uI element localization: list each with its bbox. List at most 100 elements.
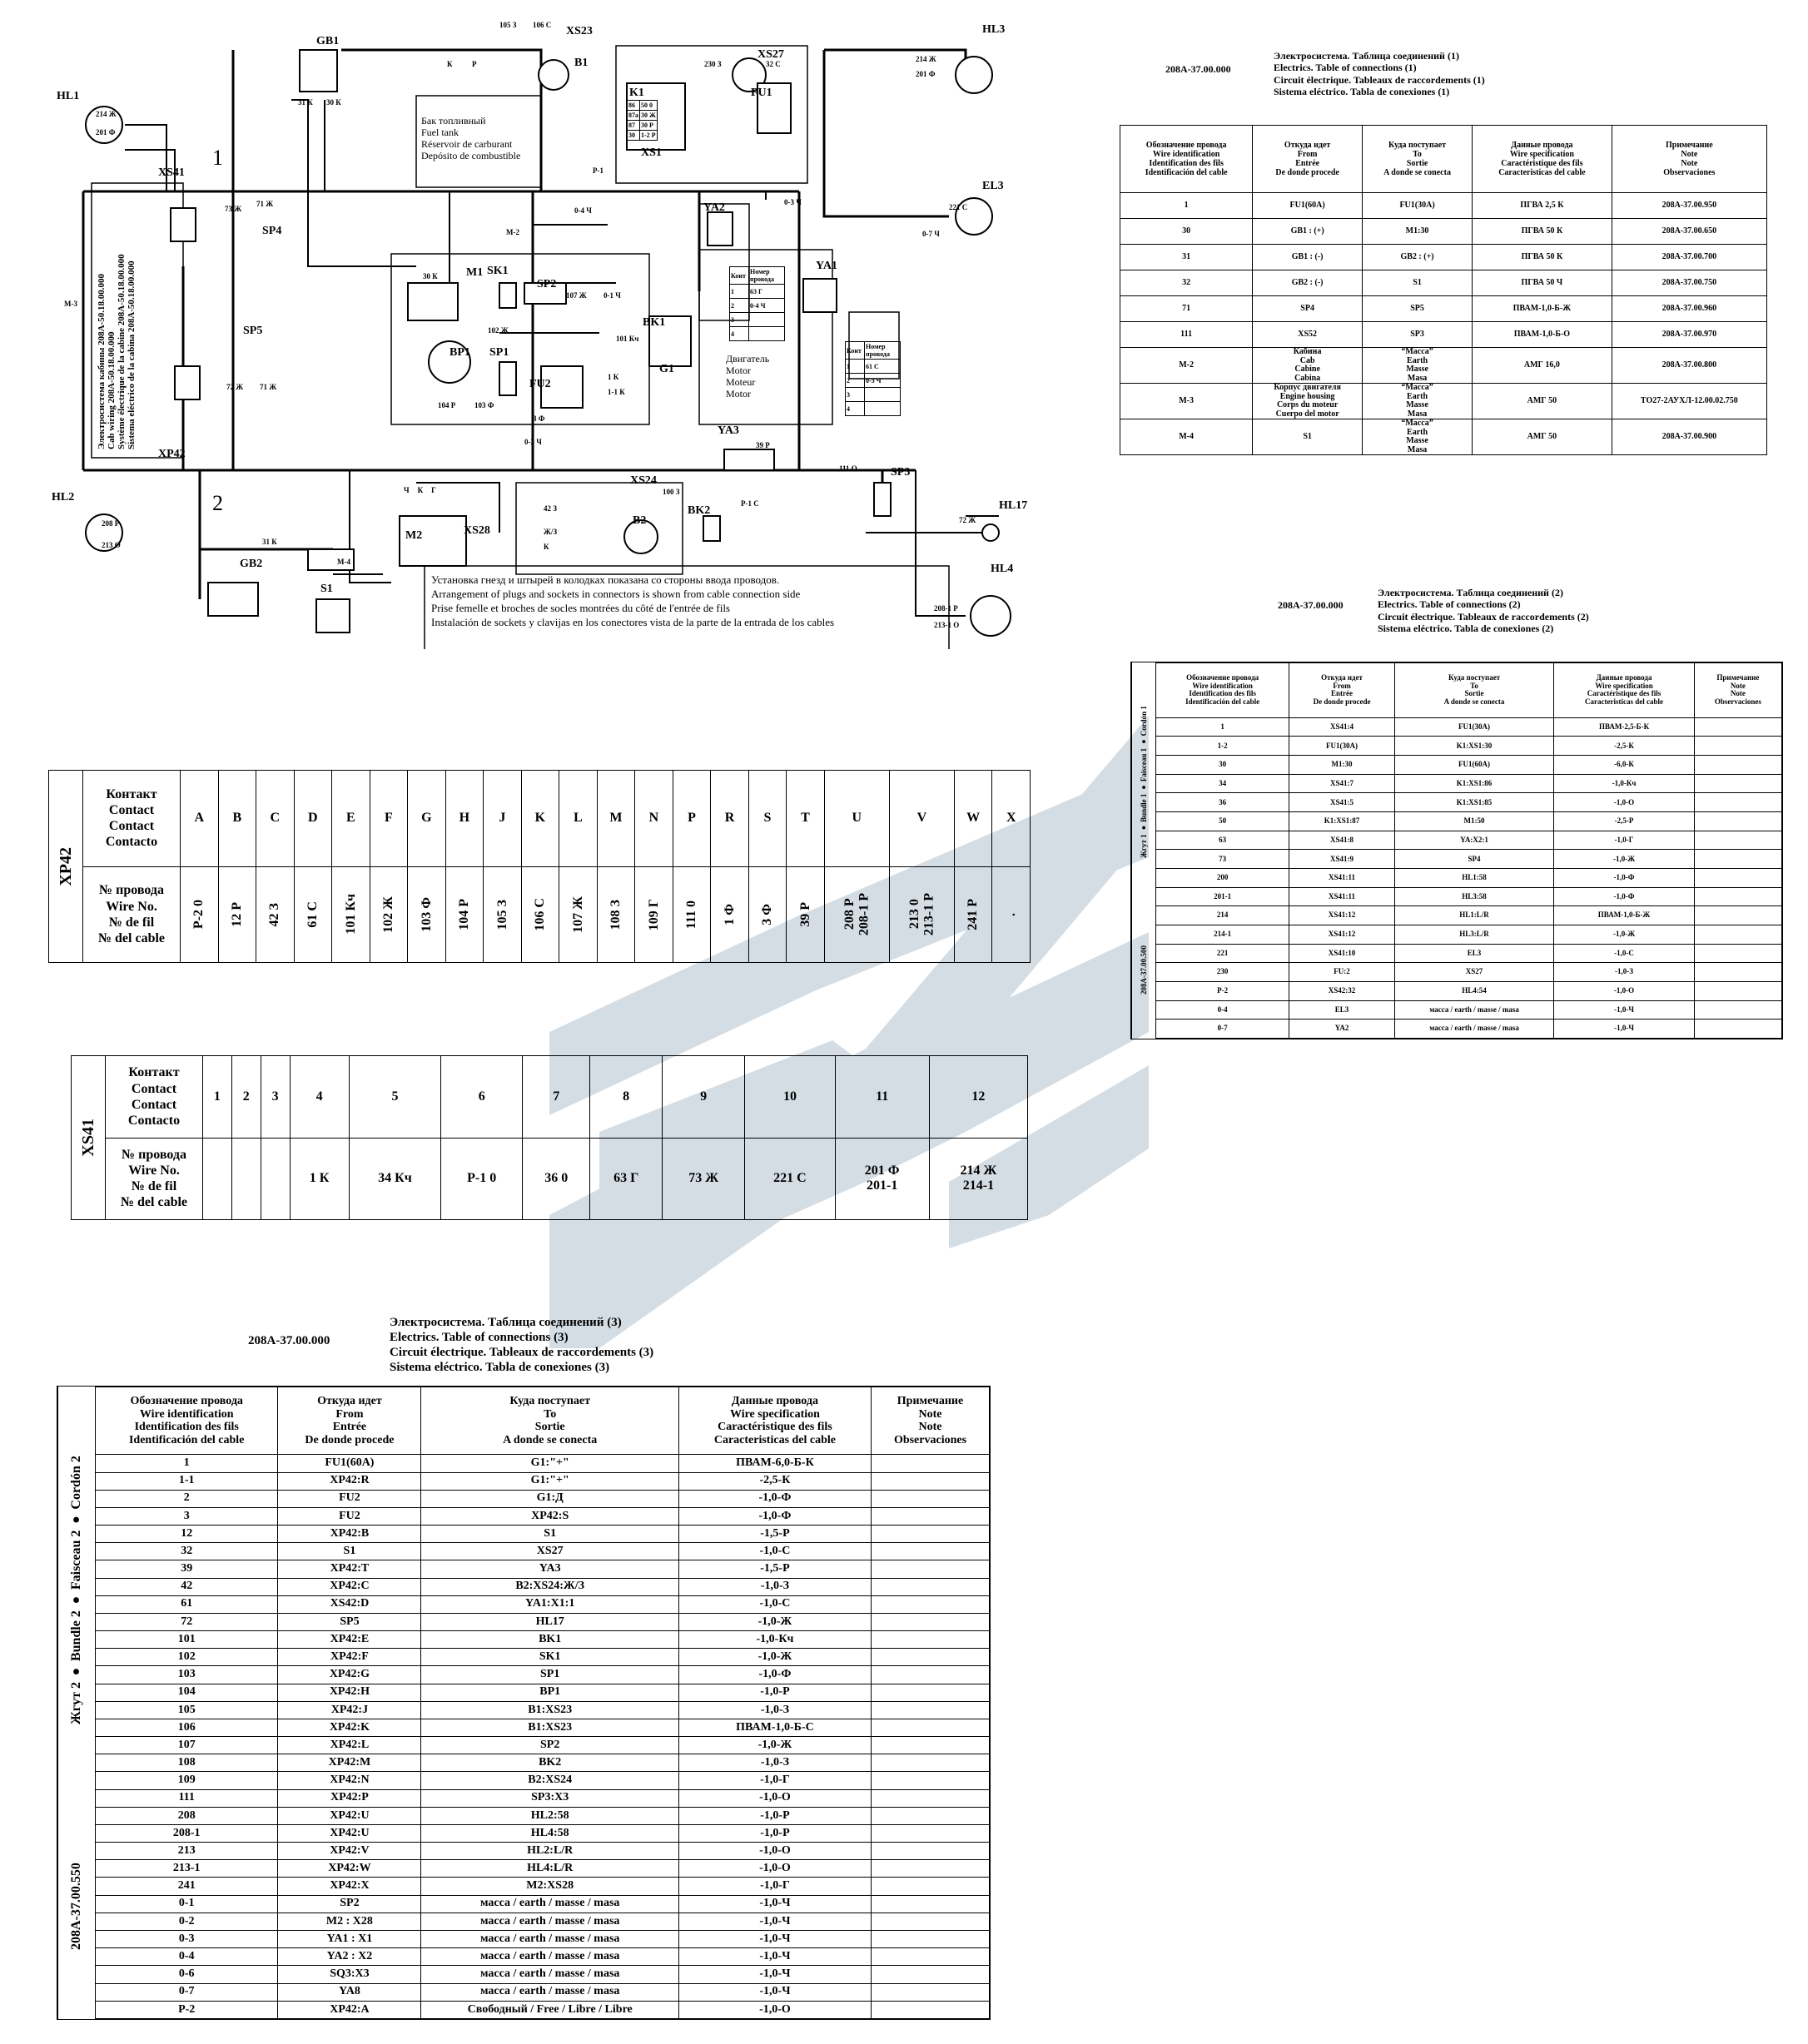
table-cell: 32 (1119, 270, 1254, 296)
table-cell: 42 (94, 1577, 279, 1596)
table-cell: -1,0-Г (1553, 830, 1695, 851)
table-cell: -1,0-Ф (678, 1665, 872, 1684)
table2-wrap: 208A-37.00.500 Жгут 1 ● Bundle 1 ● Faisc… (1130, 662, 1783, 1039)
table-cell: 230 (1155, 962, 1290, 982)
wire-value: 12 Р (229, 901, 244, 927)
label-m1: M1 (466, 266, 484, 279)
wire-value: 101 Кч (343, 894, 358, 935)
wire-value: 42 З (267, 902, 282, 926)
header-line: From (1333, 681, 1351, 690)
table-cell: -1,0-Ж (678, 1612, 872, 1632)
table-cell: B2:XS24 (420, 1771, 679, 1790)
table-cell: 61 (94, 1595, 279, 1614)
table-cell: HL17 (420, 1612, 679, 1632)
header-line: Caractéristique des fils (1587, 689, 1661, 698)
header-line: Note (1681, 159, 1698, 168)
contact-cell: 7 (522, 1055, 591, 1139)
label-xs28: XS28 (464, 524, 490, 537)
header-line: Куда поступает (1448, 672, 1501, 682)
header-line: Contact (131, 1097, 177, 1112)
header-line: Identification des fils (134, 1421, 239, 1434)
table-cell: 32 (94, 1542, 279, 1561)
table-cell: XS41:11 (1289, 886, 1395, 907)
table-cell: EL3 (1289, 1000, 1395, 1020)
table-cell: 0-2 (94, 1912, 279, 1932)
cab-wiring-caption: Электросистема кабины 208А-50.18.00.000 … (97, 254, 137, 449)
table-cell: G1:Д (420, 1489, 679, 1508)
table-cell: SP3 (1361, 321, 1473, 348)
table-cell: “Масса” Earth Masse Masa (1361, 419, 1473, 455)
table1-title: Электросистема. Таблица соединений (1) E… (1274, 50, 1485, 98)
header-line: Contacto (105, 835, 158, 850)
wire-value: 106 С (533, 897, 548, 931)
wire-value: 63 Г (613, 1171, 639, 1186)
table-cell: XS27 (420, 1542, 679, 1561)
contact-cell: D (293, 770, 333, 867)
table-cell: 0-4 (94, 1947, 279, 1967)
table-cell: M1:30 (1361, 218, 1473, 245)
table-cell: 111 (94, 1788, 279, 1808)
wire-value: 61 С (305, 900, 320, 928)
table-cell: SP3:X3 (420, 1788, 679, 1808)
label-hl1: HL1 (57, 90, 80, 102)
table-cell: -2,5-К (1553, 736, 1695, 757)
table-cell: M1:50 (1393, 811, 1555, 831)
wire-cell: 42 З (256, 866, 295, 963)
table-cell: XS41:10 (1289, 943, 1395, 964)
table-cell: HL3:L/R (1393, 925, 1555, 945)
header-line: Caracteristicas del cable (713, 1433, 837, 1446)
table-cell: 12 (94, 1525, 279, 1544)
table-cell: HL4:54 (1393, 981, 1555, 1001)
table-cell: HL1:58 (1393, 868, 1555, 888)
wire-label: 100 З (663, 488, 680, 496)
wire-label: 39 Р (756, 441, 770, 449)
wire-label: 1-1 К (608, 388, 625, 396)
table-cell: -1,0-Ч (1553, 1019, 1695, 1039)
table-cell: 241 (94, 1877, 279, 1896)
header-line: Wire No. (106, 899, 157, 914)
wire-label: 213 О (102, 541, 121, 549)
table1-doc-code: 208A-37.00.000 (1165, 63, 1231, 75)
table-cell: XP42:N (277, 1771, 422, 1790)
label-sp5: SP5 (243, 325, 263, 337)
wire-cell: Р-2 0 (180, 866, 219, 963)
wiring-schematic (82, 45, 1011, 649)
table-cell: ПГВА 50 К (1472, 244, 1612, 270)
table-cell: YA3 (420, 1560, 679, 1579)
table-cell: BP1 (420, 1683, 679, 1702)
table-cell: -1,0-О (1553, 981, 1695, 1001)
label-fu1: FU1 (751, 87, 772, 99)
contact-cell: P (672, 770, 712, 867)
header-line: № de fil (131, 1179, 177, 1194)
table-cell: XP42:U (277, 1823, 422, 1843)
contact-cell: K (520, 770, 560, 867)
wire-label: 1 К (608, 373, 619, 381)
table-cell: 71 (1119, 295, 1254, 322)
wire-cell: 34 Кч (348, 1137, 442, 1220)
table-cell: XP42:B (277, 1525, 422, 1544)
header-line: Caracteristicas del cable (1498, 168, 1586, 177)
table-cell (870, 1842, 991, 1861)
header-line: Wire identification (1192, 681, 1253, 690)
wire-cell: 61 С (293, 866, 333, 963)
table-cell (870, 1788, 991, 1808)
label-sp3: SP3 (891, 466, 911, 479)
contact-cell: 3 (260, 1055, 291, 1139)
wire-label: 201 Ф (96, 128, 116, 136)
table-cell (870, 1929, 991, 1949)
header-line: Wire identification (139, 1407, 234, 1421)
table-cell: XP42:C (277, 1577, 422, 1596)
header-line: A donde se conecta (503, 1433, 598, 1446)
table-cell: 208А-37.00.750 (1611, 270, 1768, 296)
label-xs23: XS23 (566, 25, 593, 37)
